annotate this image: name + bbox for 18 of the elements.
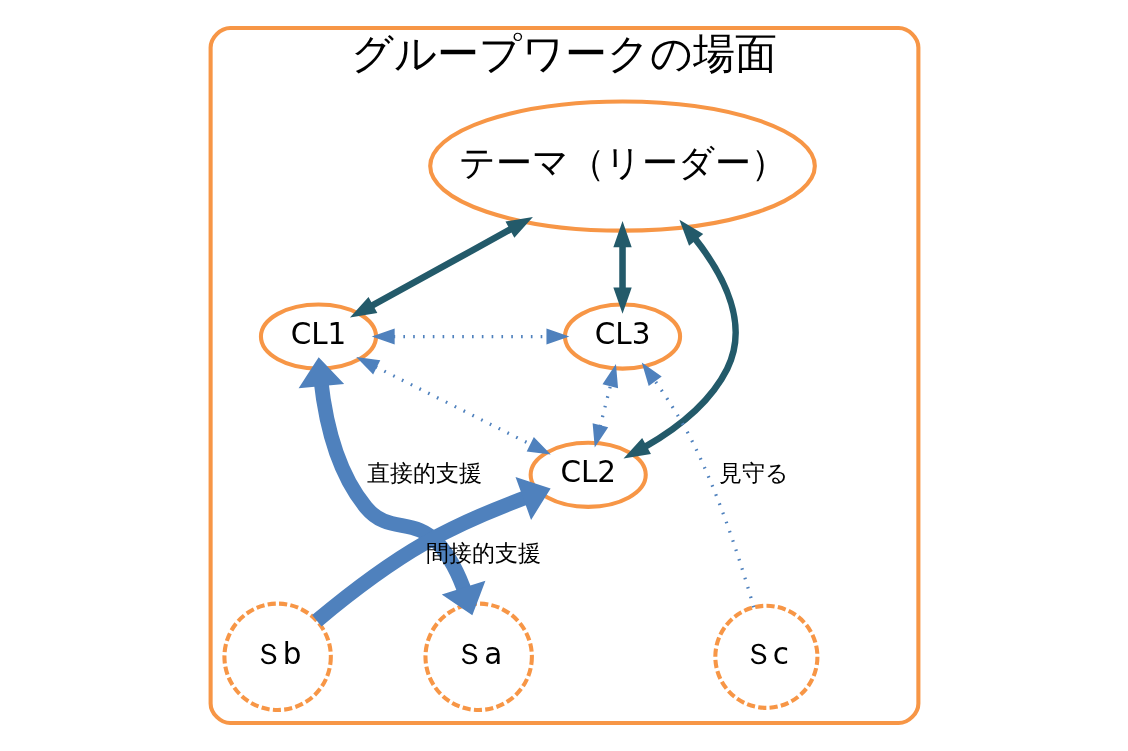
arrow [623, 219, 739, 459]
node-circle: Ｓc [712, 603, 819, 710]
edge-label: 直接的支援 [366, 459, 482, 486]
arrow [298, 357, 485, 616]
arrow [612, 221, 632, 314]
node-ellipse: テーマ（リーダー） [427, 99, 817, 233]
node-ellipse: CL2 [528, 440, 648, 509]
node-ellipse: CL1 [258, 302, 378, 371]
arrow [371, 328, 569, 345]
edge-label: 見守る [718, 459, 789, 486]
arrow [355, 357, 551, 455]
node-circle: Ｓb [221, 601, 333, 713]
node-circle: Ｓa [422, 601, 534, 713]
arrow [349, 217, 533, 318]
arrow [641, 362, 755, 608]
node-ellipse: CL3 [562, 302, 682, 371]
arrow [592, 364, 618, 448]
arrow [311, 476, 551, 627]
